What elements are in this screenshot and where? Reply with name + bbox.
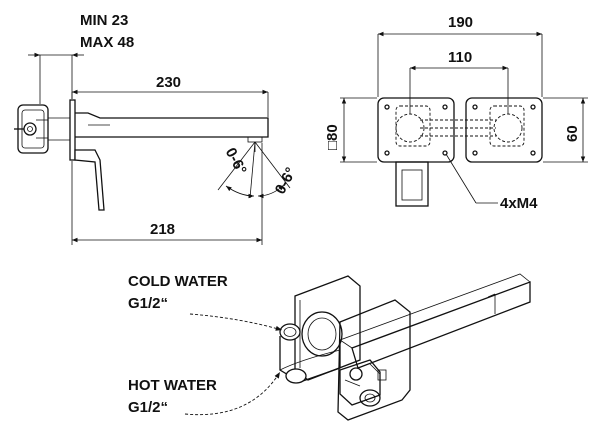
side-view: MIN 23 MAX 48 230 218 0-6° 0-6° <box>14 12 300 245</box>
height-60-label: 60 <box>564 125 581 142</box>
hot-thread-label: G1/2“ <box>128 399 168 416</box>
spacing-110-label: 110 <box>448 49 472 66</box>
isometric-view: COLD WATER G1/2“ HOT WATER G1/2“ <box>128 273 531 421</box>
height-80-label: □80 <box>324 124 341 150</box>
cold-inlet <box>279 323 301 341</box>
spout <box>75 112 269 138</box>
front-view: 190 110 □80 60 4xM4 <box>324 14 588 212</box>
cold-water-label: COLD WATER <box>128 273 228 290</box>
max-label: MAX 48 <box>80 34 134 51</box>
iso-wall-box <box>294 275 361 381</box>
front-handle <box>395 161 429 207</box>
width-190-label: 190 <box>448 14 473 31</box>
iso-cover-plate <box>337 299 411 421</box>
wall-plate <box>69 99 76 161</box>
length-230-label: 230 <box>156 74 181 91</box>
iso-spout <box>351 281 531 369</box>
right-cover-plate <box>465 97 543 163</box>
lever-handle <box>74 149 105 211</box>
cold-thread-label: G1/2“ <box>128 295 168 312</box>
min-label: MIN 23 <box>80 12 128 29</box>
hot-water-label: HOT WATER <box>128 377 217 394</box>
screws-label: 4xM4 <box>500 195 538 212</box>
length-218-label: 218 <box>150 221 175 238</box>
angle-left-label: 0-6° <box>222 145 250 177</box>
valve-knob <box>23 122 37 136</box>
